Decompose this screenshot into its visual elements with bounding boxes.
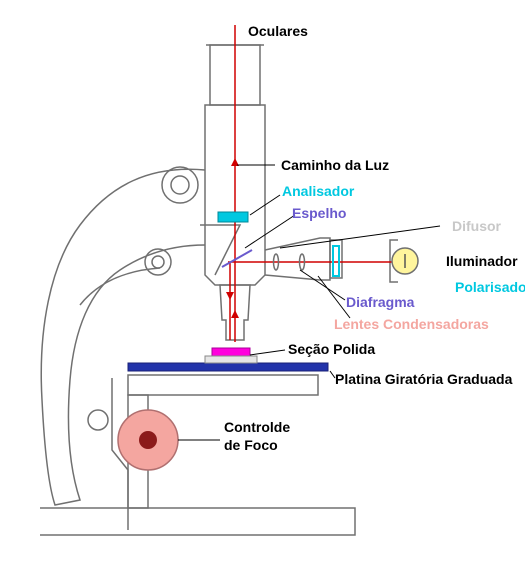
leaders xyxy=(178,164,441,441)
arm-inner-curve xyxy=(79,267,161,306)
label-lentes-condensadoras: Lentes Condensadoras xyxy=(334,316,489,332)
label-secao-polida: Seção Polida xyxy=(288,341,375,357)
label-caminho-luz: Caminho da Luz xyxy=(281,157,389,173)
label-analisador: Analisador xyxy=(282,183,355,199)
body-tube xyxy=(204,104,266,286)
lower-knob xyxy=(87,409,109,431)
arrow-up xyxy=(231,158,239,166)
label-controle-line1: Controlde xyxy=(224,419,290,435)
lamp-housing xyxy=(389,239,398,283)
bracket xyxy=(200,224,242,276)
label-platina: Platina Giratória Graduada xyxy=(335,371,513,387)
sample-holder xyxy=(204,355,258,364)
arrow-down xyxy=(226,292,234,300)
illuminator-tube xyxy=(264,237,331,281)
middle-knob-inner xyxy=(151,255,165,269)
upper-knob-inner xyxy=(170,175,190,195)
analyzer xyxy=(217,211,249,223)
mirror xyxy=(221,249,253,268)
base-outline xyxy=(40,507,356,536)
light-path xyxy=(228,25,405,342)
label-espelho: Espelho xyxy=(292,205,346,221)
label-iluminador: Iluminador xyxy=(446,253,518,269)
arm-outline xyxy=(40,168,206,506)
polarizer xyxy=(332,245,340,277)
arrow-up-lower xyxy=(231,310,239,318)
stage-block xyxy=(127,374,319,396)
upper-knob-outer xyxy=(161,166,199,204)
lens-2 xyxy=(298,253,306,271)
middle-knob-outer xyxy=(144,248,172,276)
lens-1 xyxy=(272,253,280,271)
rotating-stage xyxy=(127,362,329,372)
objective xyxy=(219,284,251,341)
focus-knob-inner xyxy=(139,431,157,449)
label-polarisador: Polarisador xyxy=(455,279,525,295)
label-difusor: Difusor xyxy=(452,218,502,234)
microscope-body xyxy=(40,44,398,536)
label-diafragma: Diafragma xyxy=(346,294,415,310)
label-controle-line2: de Foco xyxy=(224,437,278,453)
label-oculares: Oculares xyxy=(248,23,308,39)
